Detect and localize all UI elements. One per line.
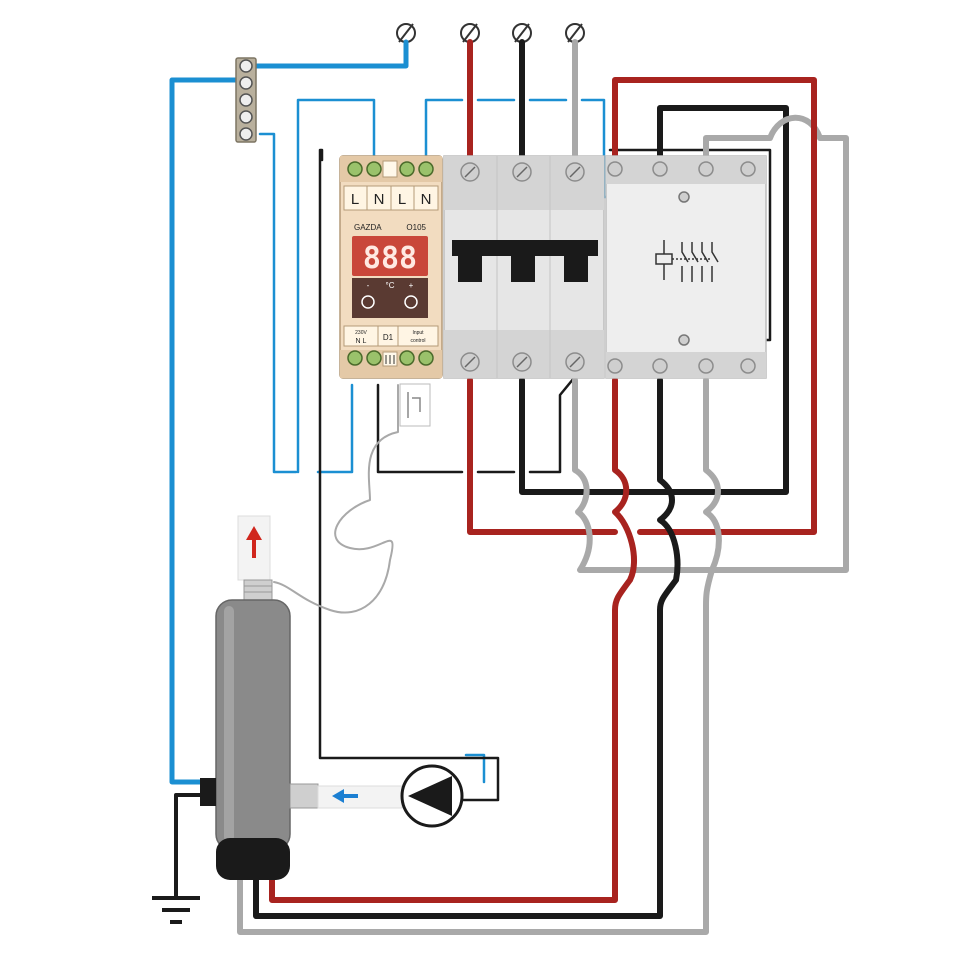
contactor-symbol-icon xyxy=(655,240,719,282)
terminal-block-icon xyxy=(235,57,257,143)
grey-wire-contactor-out xyxy=(237,377,722,935)
controller-minus-label: - xyxy=(367,281,370,290)
controller-brand: GAZDA xyxy=(354,223,382,232)
pump-icon xyxy=(400,764,464,828)
sensor-wire xyxy=(273,384,399,614)
plus-button[interactable] xyxy=(404,295,418,309)
contactor xyxy=(605,155,767,379)
red-wire-l1-load xyxy=(467,377,618,535)
temperature-sensor xyxy=(399,383,431,427)
input-label-bottom: control xyxy=(410,338,425,344)
red-wire-contactor-loop xyxy=(612,77,817,535)
black-wire-contactor-out xyxy=(253,377,681,919)
wires xyxy=(169,39,849,935)
cold-water-inlet xyxy=(289,783,403,809)
supply-terminal-icon xyxy=(396,23,416,43)
black-thin-wire-controller-bottom xyxy=(376,376,576,474)
temperature-controller: L N L N GAZDA O105 888 - °C + 230V N L D… xyxy=(339,155,443,379)
arrow-left-icon xyxy=(332,789,358,803)
electric-boiler xyxy=(200,599,291,880)
terminal-label-2: N xyxy=(374,191,385,208)
blue-wire-controller-top xyxy=(296,98,376,474)
ground-wire xyxy=(174,793,216,898)
terminal-label-3: L xyxy=(398,191,406,208)
arrow-up-icon xyxy=(246,526,262,558)
blue-wire-bridge-top xyxy=(424,98,686,199)
controller-display: 888 xyxy=(363,241,417,276)
red-wire-contactor-out xyxy=(269,377,637,903)
blue-wire-controller-n xyxy=(258,132,354,474)
d1-label: D1 xyxy=(383,333,394,342)
supply-terminals xyxy=(396,23,585,43)
controller-model: O105 xyxy=(406,223,426,232)
terminal-label-1: L xyxy=(351,191,359,208)
breaker-handle[interactable] xyxy=(452,240,598,256)
supply-terminal-icon xyxy=(512,23,532,43)
terminal-label-4: N xyxy=(421,191,432,208)
minus-button[interactable] xyxy=(361,295,375,309)
supply-label-top: 230V xyxy=(355,330,367,336)
grey-wire-l3-load xyxy=(572,114,849,573)
supply-label-bottom: N L xyxy=(356,338,367,345)
black-thin-wire-controller xyxy=(318,148,500,802)
circuit-breaker xyxy=(443,155,605,379)
input-label-top: Input xyxy=(412,330,424,336)
ground-icon xyxy=(152,896,200,924)
black-wire-l2-load xyxy=(519,105,789,495)
blue-wire-neutral-feed xyxy=(169,39,409,785)
blue-wire-to-pump xyxy=(464,753,486,784)
controller-unit-label: °C xyxy=(386,281,395,290)
controller-plus-label: + xyxy=(409,281,414,290)
hot-water-outlet xyxy=(237,515,273,603)
supply-terminal-icon xyxy=(460,23,480,43)
